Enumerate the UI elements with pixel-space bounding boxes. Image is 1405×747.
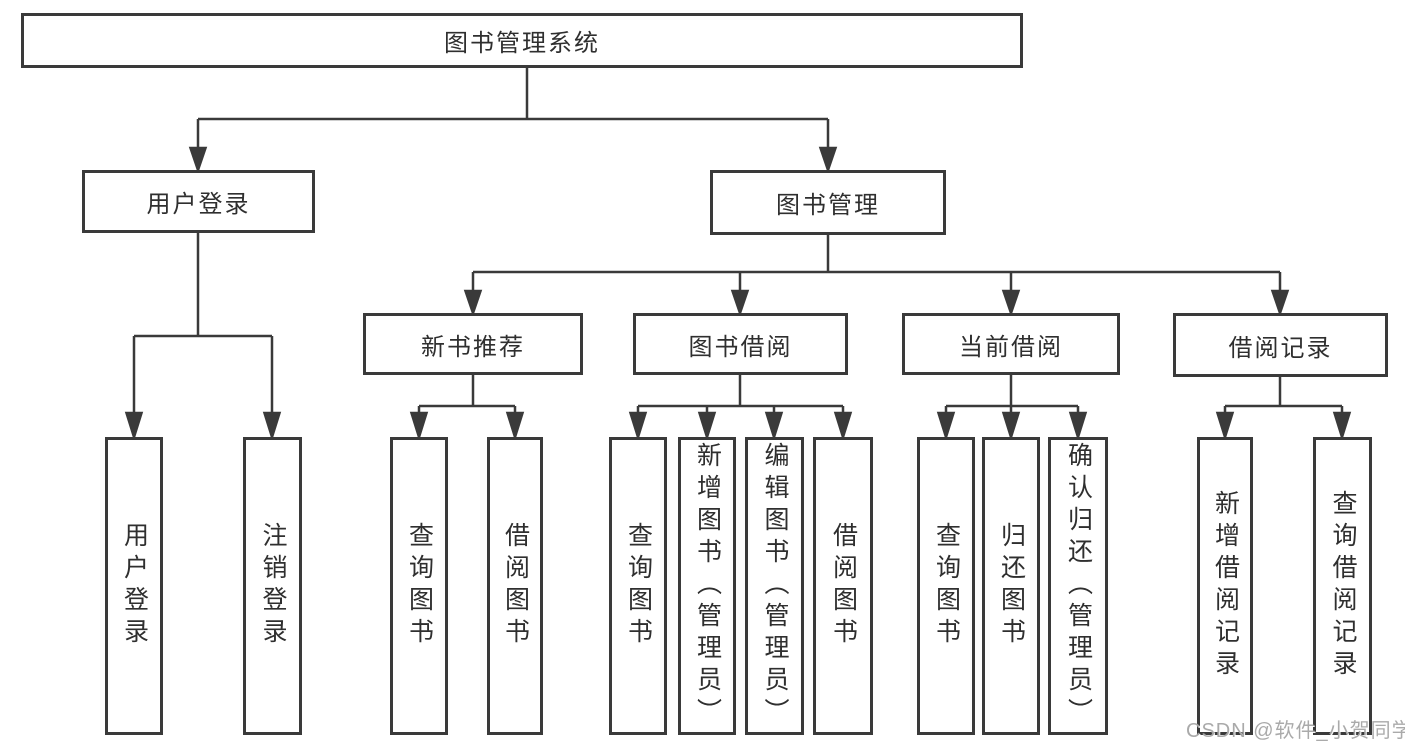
node-user-login: 用户登录 — [82, 170, 315, 233]
node-book-borrowing: 图书借阅 — [633, 313, 848, 375]
node-book-management-label: 图书管理 — [776, 192, 880, 219]
connector-borrow-records-group — [1215, 377, 1352, 442]
leaf-logout: 注销登录 — [243, 437, 302, 735]
connector-current-borrow-group — [936, 375, 1088, 442]
node-current-borrowing: 当前借阅 — [902, 313, 1120, 375]
leaf-query-books-2-label: 查询图书 — [624, 522, 653, 650]
leaf-query-books-3-label: 查询图书 — [932, 522, 961, 650]
leaf-query-books-2: 查询图书 — [609, 437, 667, 735]
leaf-edit-books-admin: 编辑图书（管理员） — [745, 437, 804, 735]
leaf-user-login: 用户登录 — [105, 437, 163, 735]
leaf-user-login-label: 用户登录 — [120, 522, 149, 650]
leaf-return-books-label: 归还图书 — [997, 522, 1026, 650]
leaf-borrow-books-1-label: 借阅图书 — [501, 522, 530, 650]
leaf-query-books-1: 查询图书 — [390, 437, 448, 735]
leaf-confirm-return-admin-label: 确认归还（管理员） — [1064, 442, 1093, 730]
node-new-book-recommend: 新书推荐 — [363, 313, 583, 375]
connector-book-borrow-group — [628, 375, 853, 442]
node-library-system-label: 图书管理系统 — [444, 30, 600, 57]
connector-user-login-group — [124, 233, 282, 442]
leaf-query-books-1-label: 查询图书 — [405, 522, 434, 650]
leaf-confirm-return-admin: 确认归还（管理员） — [1048, 437, 1108, 735]
leaf-add-borrow-record: 新增借阅记录 — [1197, 437, 1253, 735]
leaf-borrow-books-1: 借阅图书 — [487, 437, 543, 735]
node-current-borrowing-label: 当前借阅 — [959, 333, 1063, 361]
node-user-login-label: 用户登录 — [146, 191, 251, 218]
node-borrowing-records: 借阅记录 — [1173, 313, 1388, 377]
node-new-book-recommend-label: 新书推荐 — [421, 333, 525, 361]
node-library-system: 图书管理系统 — [21, 13, 1023, 68]
leaf-query-books-3: 查询图书 — [917, 437, 975, 735]
connector-root-to-level2 — [188, 68, 838, 174]
leaf-query-borrow-record-label: 查询借阅记录 — [1329, 490, 1357, 682]
node-book-management: 图书管理 — [710, 170, 946, 235]
leaf-edit-books-admin-label: 编辑图书（管理员） — [761, 442, 789, 730]
connector-new-books-group — [409, 375, 525, 442]
connector-book-mgmt-group — [463, 235, 1290, 317]
csdn-watermark: CSDN @软件_小贺同学 — [1186, 720, 1405, 742]
leaf-add-books-admin: 新增图书（管理员） — [678, 437, 736, 735]
node-book-borrowing-label: 图书借阅 — [688, 333, 793, 361]
leaf-return-books: 归还图书 — [982, 437, 1040, 735]
leaf-borrow-books-2: 借阅图书 — [813, 437, 873, 735]
leaf-borrow-books-2-label: 借阅图书 — [829, 522, 858, 650]
leaf-add-borrow-record-label: 新增借阅记录 — [1211, 490, 1240, 682]
leaf-query-borrow-record: 查询借阅记录 — [1313, 437, 1372, 735]
node-borrowing-records-label: 借阅记录 — [1228, 334, 1333, 362]
leaf-logout-label: 注销登录 — [259, 522, 287, 650]
leaf-add-books-admin-label: 新增图书（管理员） — [693, 442, 722, 730]
